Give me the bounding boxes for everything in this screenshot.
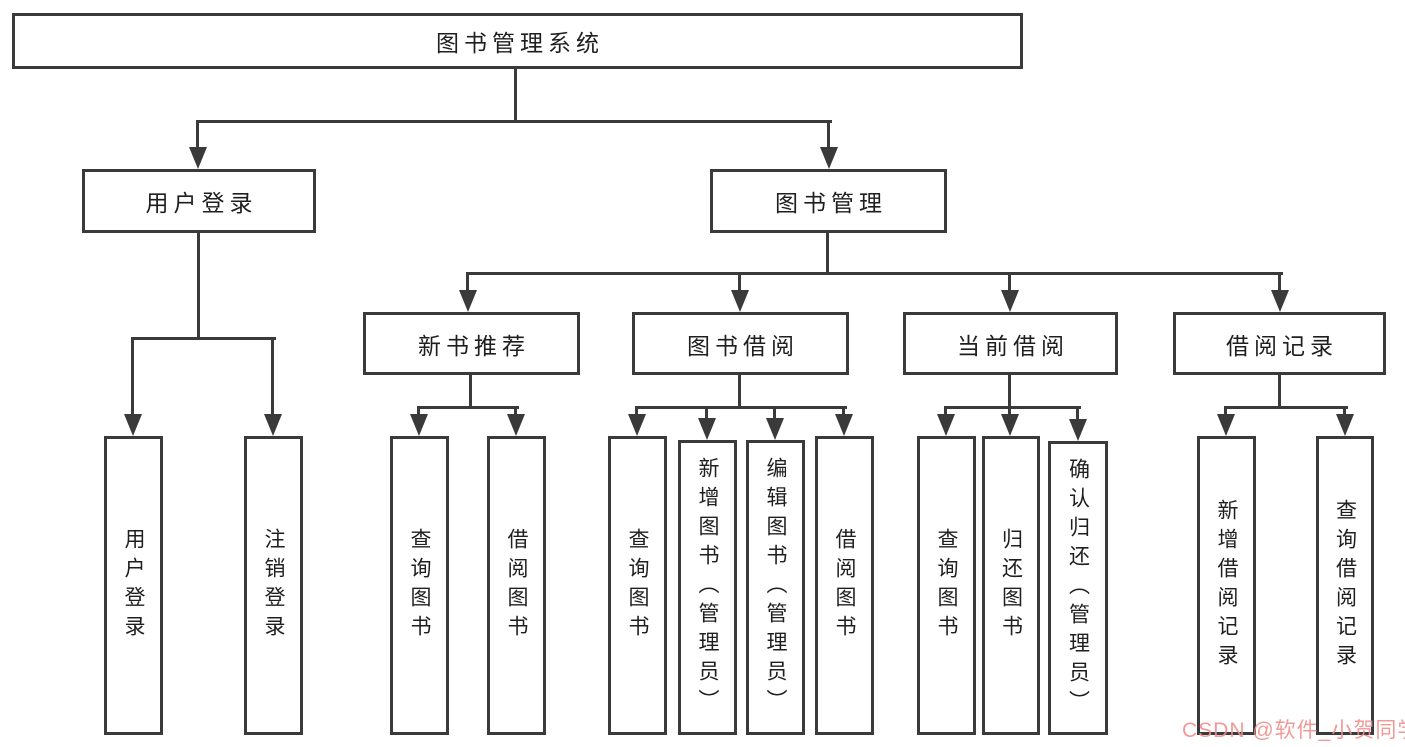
arrow-down-icon [835, 414, 853, 436]
arrow-down-icon [731, 290, 749, 312]
leaf-return-books: 归还图书 [982, 436, 1040, 735]
leaf-query-borrow-record-label: 查询借阅记录 [1333, 498, 1357, 673]
connector-vline [1008, 272, 1011, 292]
connector-vline [773, 406, 776, 420]
connector-vline [469, 375, 472, 409]
arrow-down-icon [124, 414, 142, 436]
leaf-add-borrow-record-label: 新增借阅记录 [1215, 498, 1238, 673]
arrow-down-icon [1001, 414, 1019, 436]
arrow-down-icon [628, 414, 646, 436]
leaf-query-books-recommend-label: 查询图书 [408, 527, 431, 644]
connector-vline [196, 120, 199, 149]
node-book-management: 图书管理 [710, 169, 947, 233]
connector-vline [514, 68, 517, 122]
node-book-borrowing-label: 图书借阅 [687, 332, 799, 359]
connector-hline [417, 406, 519, 409]
leaf-return-books-label: 归还图书 [999, 527, 1023, 644]
leaf-add-borrow-record: 新增借阅记录 [1197, 436, 1256, 735]
node-borrowing-records-label: 借阅记录 [1226, 332, 1338, 359]
connector-vline [1008, 406, 1011, 416]
connector-vline [1278, 272, 1281, 292]
leaf-query-books-current-label: 查询图书 [935, 527, 958, 644]
arrow-down-icon [766, 418, 784, 440]
node-user-login: 用户登录 [82, 169, 316, 233]
connector-vline [466, 272, 469, 292]
connector-hline [1224, 406, 1348, 409]
connector-vline [705, 406, 708, 420]
node-book-management-label: 图书管理 [775, 190, 887, 216]
connector-hline [466, 272, 1283, 275]
leaf-borrow-books-borrow-label: 借阅图书 [833, 527, 856, 644]
arrow-down-icon [1336, 414, 1354, 436]
connector-vline [1343, 406, 1346, 416]
leaf-confirm-return-admin-label: 确认归还（管理员） [1066, 457, 1090, 719]
connector-vline [417, 406, 420, 416]
node-root-label: 图书管理系统 [436, 30, 604, 56]
connector-vline [826, 233, 829, 275]
connector-vline [1076, 406, 1079, 421]
leaf-add-books-admin: 新增图书（管理员） [678, 440, 737, 735]
connector-hline [944, 406, 1081, 409]
connector-hline [635, 406, 847, 409]
watermark: CSDN @软件_小贺同学 [1182, 719, 1405, 742]
node-current-borrowing: 当前借阅 [903, 312, 1118, 375]
leaf-query-borrow-record: 查询借阅记录 [1316, 436, 1374, 735]
node-current-borrowing-label: 当前借阅 [957, 332, 1069, 359]
leaf-add-books-admin-label: 新增图书（管理员） [696, 457, 719, 718]
node-user-login-label: 用户登录 [145, 190, 258, 216]
leaf-user-login-label: 用户登录 [122, 527, 145, 644]
leaf-confirm-return-admin: 确认归还（管理员） [1048, 441, 1108, 735]
leaf-query-books-current: 查询图书 [917, 436, 976, 735]
connector-vline [271, 337, 274, 416]
arrow-down-icon [698, 418, 716, 440]
node-new-book-recommendation: 新书推荐 [363, 312, 580, 375]
arrow-down-icon [1001, 290, 1019, 312]
connector-vline [738, 272, 741, 292]
leaf-borrow-books-recommend-label: 借阅图书 [505, 527, 528, 644]
leaf-logout-label: 注销登录 [262, 527, 285, 644]
connector-vline [514, 406, 517, 416]
leaf-query-books-borrow: 查询图书 [608, 436, 667, 735]
arrow-down-icon [1217, 414, 1235, 436]
leaf-edit-books-admin-label: 编辑图书（管理员） [764, 457, 787, 718]
arrow-down-icon [937, 414, 955, 436]
connector-vline [1008, 375, 1011, 409]
connector-vline [827, 120, 830, 149]
leaf-borrow-books-borrow: 借阅图书 [815, 436, 874, 735]
node-borrowing-records: 借阅记录 [1173, 312, 1386, 375]
arrow-down-icon [507, 414, 525, 436]
arrow-down-icon [459, 290, 477, 312]
connector-vline [842, 406, 845, 416]
leaf-query-books-recommend: 查询图书 [390, 436, 449, 735]
arrow-down-icon [410, 414, 428, 436]
arrow-down-icon [264, 414, 282, 436]
connector-vline [197, 233, 200, 340]
connector-vline [635, 406, 638, 416]
connector-vline [1278, 375, 1281, 409]
connector-hline [131, 337, 276, 340]
connector-hline [196, 120, 832, 123]
node-book-borrowing: 图书借阅 [632, 312, 849, 375]
arrow-down-icon [189, 147, 207, 169]
connector-vline [131, 337, 134, 416]
leaf-logout: 注销登录 [244, 436, 303, 735]
arrow-down-icon [1271, 290, 1289, 312]
connector-vline [738, 375, 741, 409]
leaf-edit-books-admin: 编辑图书（管理员） [746, 440, 805, 735]
leaf-borrow-books-recommend: 借阅图书 [487, 436, 546, 735]
connector-vline [944, 406, 947, 416]
connector-vline [1224, 406, 1227, 416]
arrow-down-icon [820, 147, 838, 169]
node-root: 图书管理系统 [12, 13, 1023, 69]
node-new-book-recommendation-label: 新书推荐 [418, 332, 530, 359]
leaf-user-login: 用户登录 [104, 436, 163, 735]
leaf-query-books-borrow-label: 查询图书 [626, 527, 649, 644]
arrow-down-icon [1069, 419, 1087, 441]
